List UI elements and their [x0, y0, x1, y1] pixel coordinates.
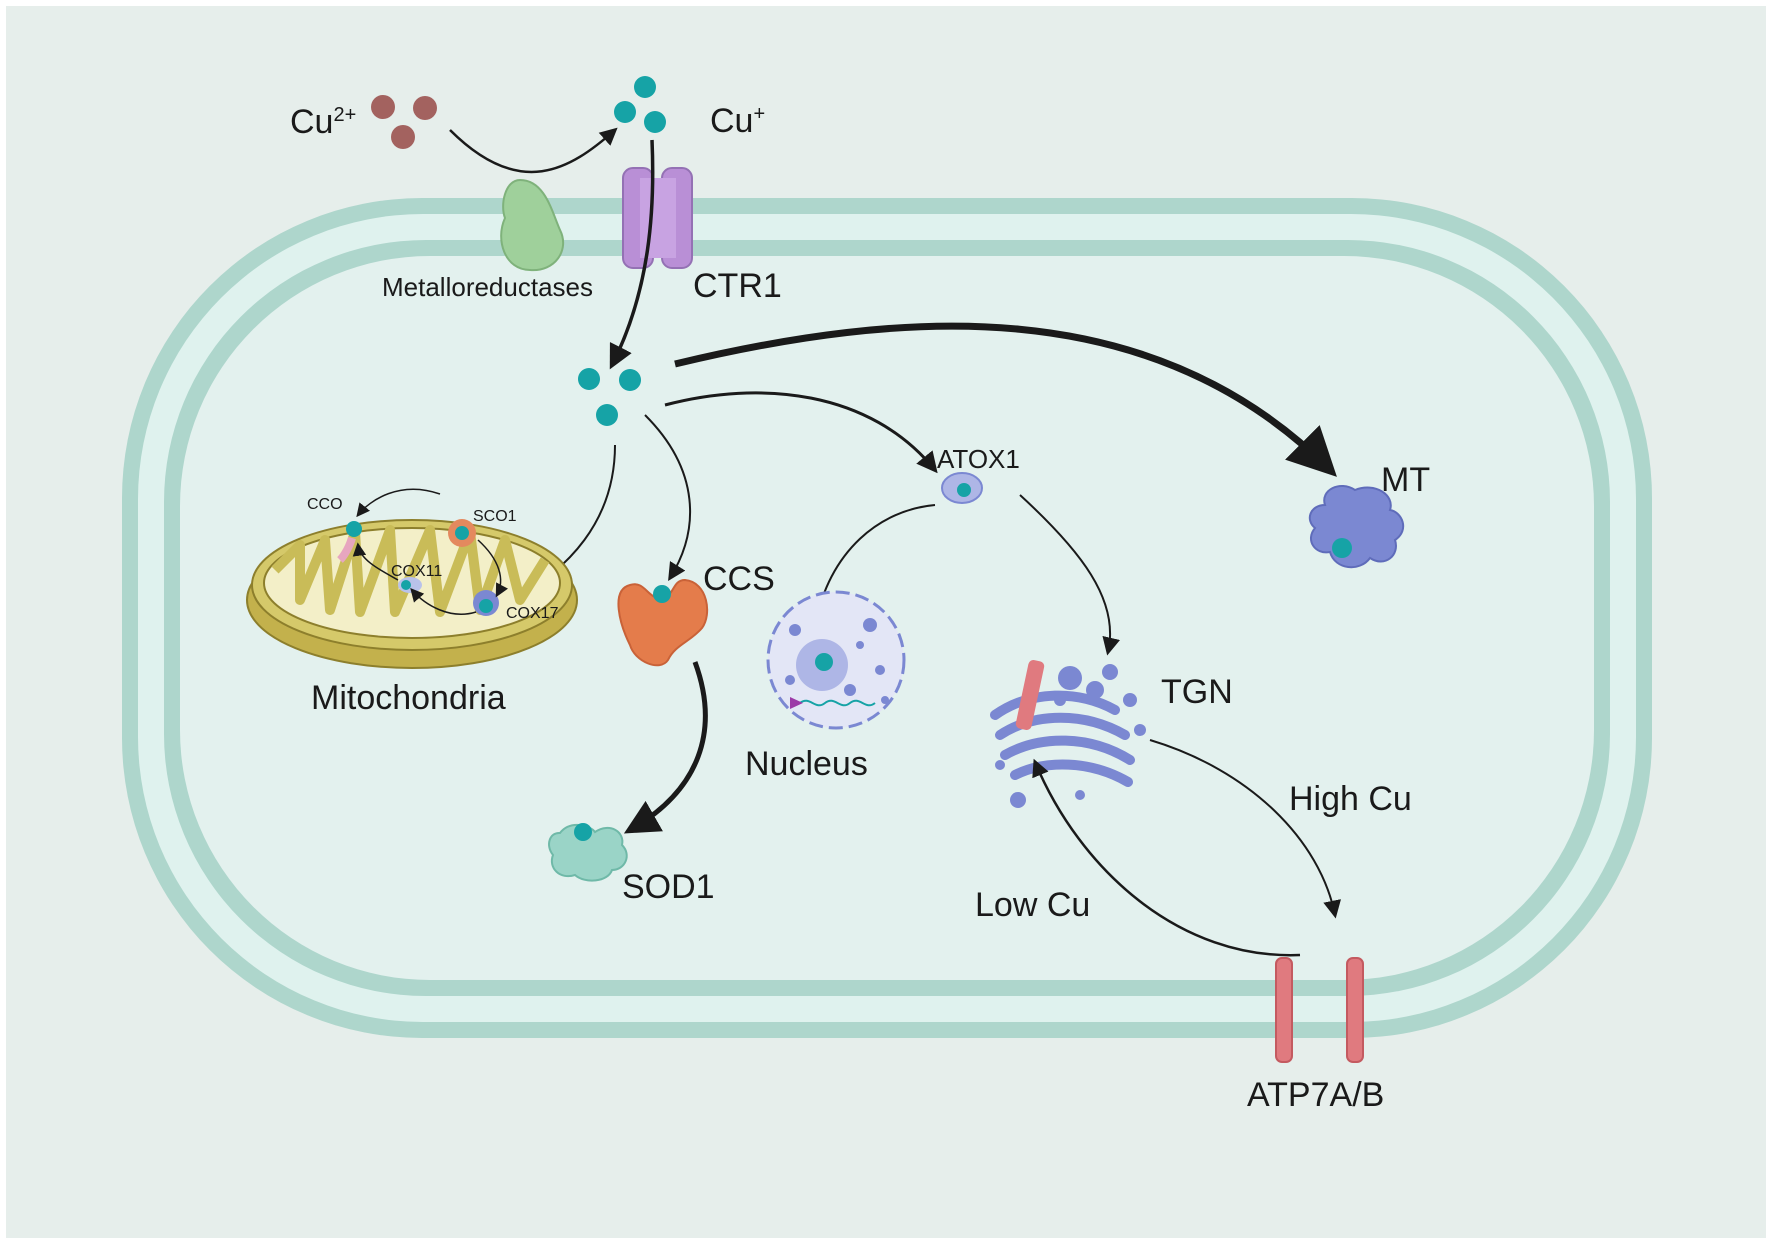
atox1-arrow	[664, 391, 938, 474]
ctr1-label: CTR1	[693, 267, 782, 305]
sod1-label: SOD1	[622, 868, 715, 906]
metalloreductase-protein	[500, 178, 565, 272]
cu1-ions-extracellular	[614, 76, 666, 133]
sco1-label: SCO1	[473, 508, 517, 525]
cco-label: CCO	[307, 496, 343, 513]
mt-label: MT	[1381, 461, 1430, 499]
mitochondria-organelle	[246, 519, 578, 669]
ctr1-import-arrow	[609, 139, 655, 370]
high-cu-arrow	[1149, 739, 1341, 919]
mitochondria-label: Mitochondria	[311, 679, 506, 717]
cu1-ions-cytoplasm	[578, 368, 641, 426]
atox1-protein	[941, 472, 983, 504]
atp7ab-label: ATP7A/B	[1247, 1076, 1384, 1114]
cox11-cco-arrow	[352, 542, 399, 581]
cu2-label: Cu2+	[290, 103, 356, 141]
sod1-protein	[548, 824, 628, 882]
cox11-label: COX11	[391, 563, 442, 580]
ccs-copper	[653, 585, 671, 603]
ccs-label: CCS	[703, 560, 775, 598]
atox1-label: ATOX1	[937, 444, 1020, 474]
high-cu-label: High Cu	[1289, 780, 1412, 818]
tgn-label: TGN	[1161, 673, 1233, 711]
ccs-arrow	[644, 414, 692, 582]
cox17-label: COX17	[506, 605, 559, 622]
cox17-sco1-arrow	[477, 539, 509, 598]
ctr1-transporter	[622, 167, 693, 269]
low-cu-label: Low Cu	[975, 886, 1090, 924]
nucleus-organelle	[766, 590, 906, 730]
sod1-copper	[574, 823, 592, 841]
atp7ab-transporters	[1275, 957, 1364, 1063]
mt-protein	[1308, 485, 1405, 568]
reduction-arrow	[449, 127, 618, 174]
cu1-label: Cu+	[710, 102, 765, 140]
tgn-organelle	[990, 660, 1146, 808]
sod1-arrow	[623, 661, 708, 834]
low-cu-arrow	[1032, 758, 1301, 957]
metalloreductases-label: Metalloreductases	[382, 272, 593, 302]
sco1-cco-arrow	[356, 488, 441, 518]
cu2-ions	[371, 95, 437, 149]
nucleus-label: Nucleus	[745, 745, 868, 783]
atox1-tgn-arrow	[1019, 494, 1120, 656]
mt-arrow	[674, 322, 1337, 477]
cox17-cox11-arrow	[410, 587, 477, 615]
